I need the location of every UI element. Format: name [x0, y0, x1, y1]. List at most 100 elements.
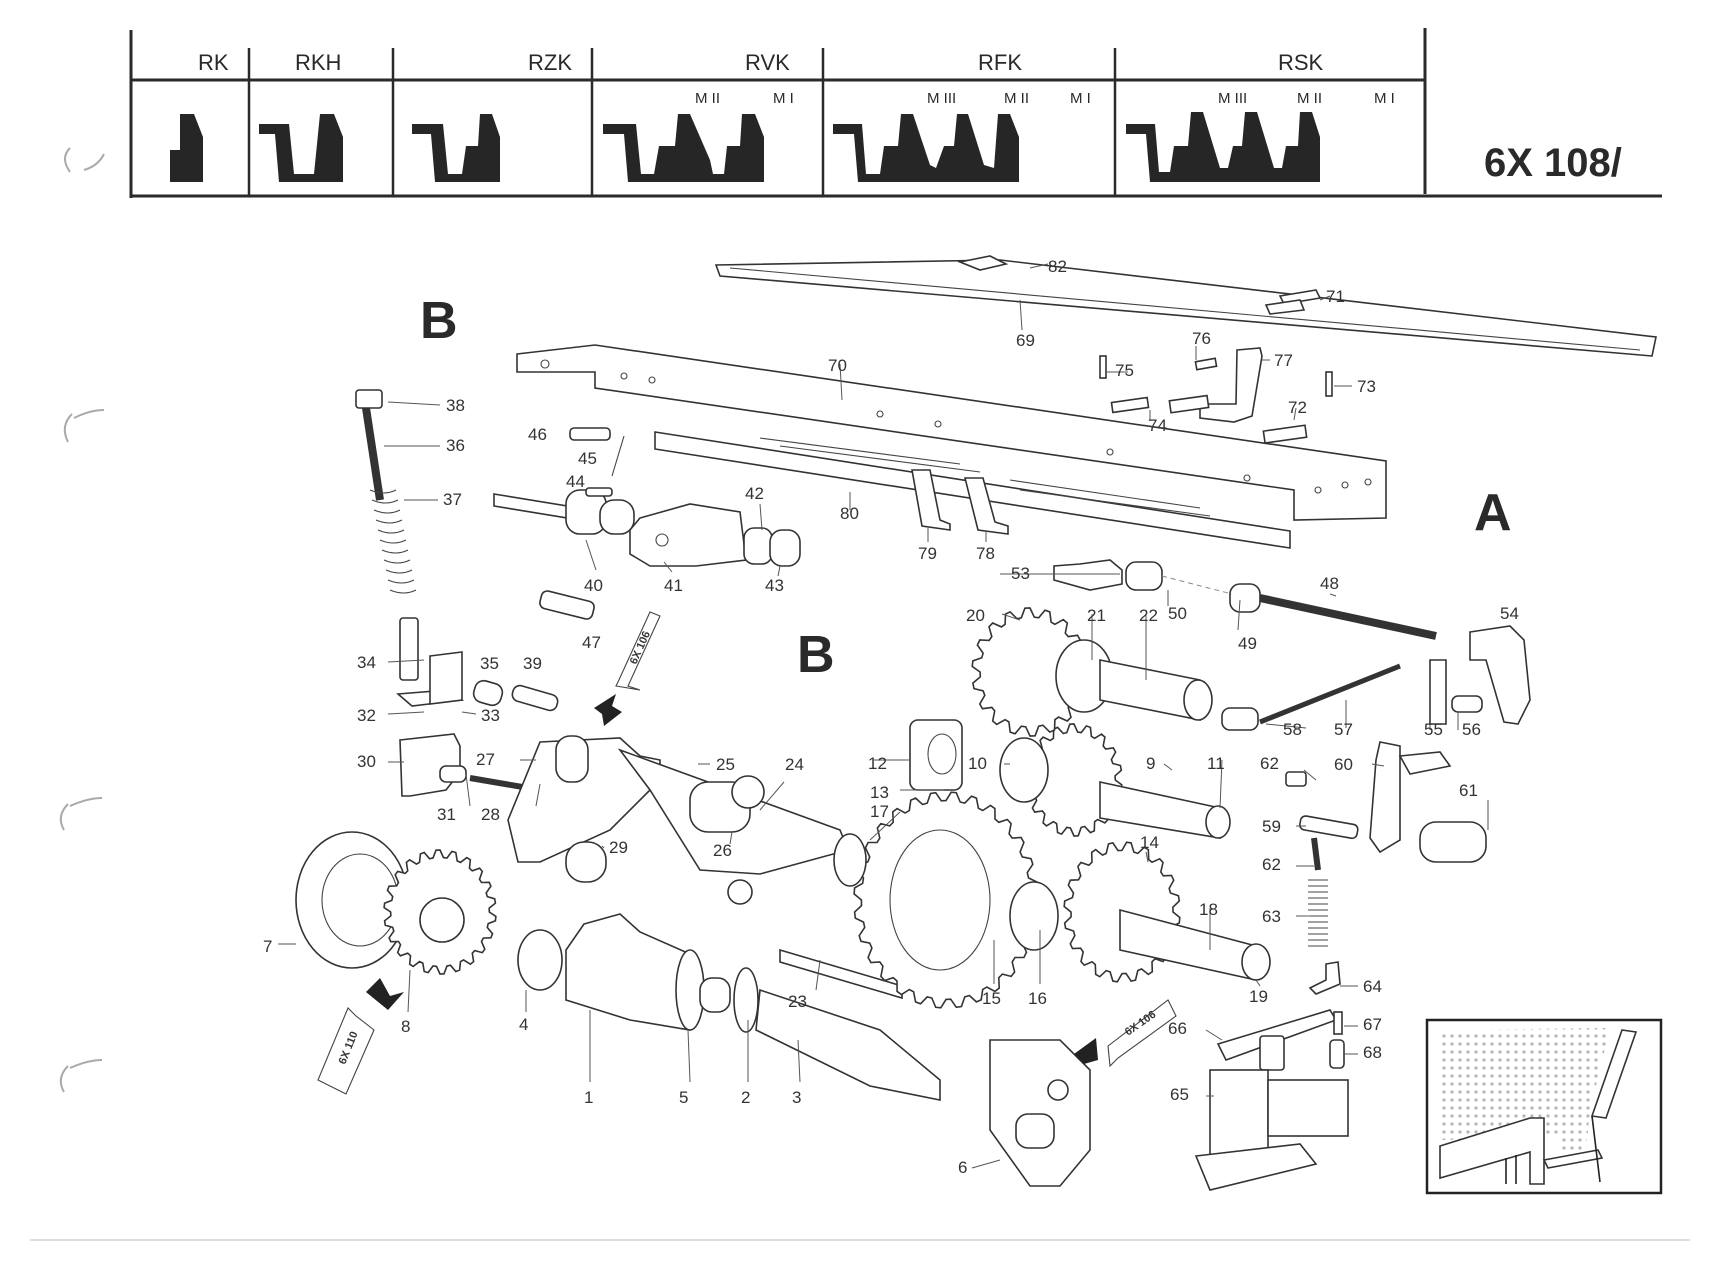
callout-14: 14	[1140, 833, 1159, 852]
profile-shape-rzk	[412, 114, 500, 182]
lever-60-61	[1369, 741, 1487, 863]
leader-line	[387, 401, 441, 406]
callout-15: 15	[982, 989, 1001, 1008]
callout-5: 5	[679, 1088, 688, 1107]
callout-23: 23	[788, 992, 807, 1011]
callout-48: 48	[1320, 574, 1339, 593]
callout-49: 49	[1238, 634, 1257, 653]
callout-28: 28	[481, 805, 500, 824]
rsk-module-m2: M II	[1297, 90, 1322, 107]
leader-line	[1145, 851, 1149, 863]
screw-spring-36-38	[355, 389, 419, 681]
ref-arrow-6x110: 6X 110	[317, 978, 404, 1095]
callout-64: 64	[1363, 977, 1382, 996]
leader-line	[461, 711, 477, 715]
rvk-module-m2: M II	[695, 90, 720, 107]
leader-line	[729, 831, 733, 845]
pins-35-39	[472, 679, 559, 712]
callout-50: 50	[1168, 604, 1187, 623]
gear-14-shaft-18-19	[1063, 841, 1271, 983]
leader-line	[1001, 613, 1021, 621]
gear-7-8	[295, 831, 497, 975]
callout-9: 9	[1146, 754, 1155, 773]
callout-65: 65	[1170, 1085, 1189, 1104]
callout-74: 74	[1148, 416, 1167, 435]
leader-line	[1329, 593, 1337, 597]
rfk-module-m1: M I	[1070, 90, 1091, 107]
ref-arrow-6x106-upper: 6X 106	[594, 611, 661, 726]
block-assembly-30-33	[396, 651, 541, 797]
callout-76: 76	[1192, 329, 1211, 348]
callout-7: 7	[263, 937, 272, 956]
profile-header-rvk: RVK	[745, 50, 790, 75]
bushings-42-43	[743, 527, 801, 567]
housing-1	[517, 913, 941, 1101]
callout-44: 44	[566, 472, 585, 491]
ref-tag-6x106-lower: 6X 106	[1123, 1009, 1158, 1039]
leader-line	[1237, 599, 1241, 631]
callout-4: 4	[519, 1015, 528, 1034]
callout-73: 73	[1357, 377, 1376, 396]
ref-arrow-6x106-lower: 6X 106	[1074, 999, 1177, 1068]
callout-36: 36	[446, 436, 465, 455]
leader-line	[1019, 299, 1023, 331]
callout-8: 8	[401, 1017, 410, 1036]
callout-31: 31	[437, 805, 456, 824]
callout-24: 24	[785, 755, 804, 774]
shaft-23	[779, 948, 903, 1000]
callout-12: 12	[868, 754, 887, 773]
leader-line	[1255, 979, 1261, 987]
profile-header-rsk: RSK	[1278, 50, 1324, 75]
leader-line	[387, 659, 425, 663]
leader-line	[1303, 769, 1317, 781]
gear-20-shaft-21-22	[971, 607, 1213, 737]
callout-46: 46	[528, 425, 547, 444]
callout-11: 11	[1207, 754, 1225, 773]
callout-37: 37	[443, 490, 462, 509]
callout-3: 3	[792, 1088, 801, 1107]
callout-68: 68	[1363, 1043, 1382, 1062]
callout-2: 2	[741, 1088, 750, 1107]
section-letter-a: A	[1474, 484, 1512, 542]
ref-tag-6x106-upper: 6X 106	[628, 629, 653, 666]
callout-58: 58	[1283, 720, 1302, 739]
callout-20: 20	[966, 606, 985, 625]
callout-59: 59	[1262, 817, 1281, 836]
callout-75: 75	[1115, 361, 1134, 380]
callout-62a: 62	[1260, 754, 1279, 773]
callout-34: 34	[357, 653, 376, 672]
lever-59-63	[1285, 771, 1359, 947]
callout-82: 82	[1048, 257, 1067, 276]
profile-shape-rvk	[603, 114, 764, 182]
page-code: 6X 108/	[1484, 141, 1622, 185]
callout-10: 10	[968, 754, 987, 773]
gear-13-15-17	[833, 791, 1059, 1009]
callout-13: 13	[870, 783, 889, 802]
leader-line	[1371, 763, 1385, 767]
leader-line	[407, 969, 411, 1013]
rail-70	[516, 344, 1387, 521]
leader-line	[1219, 759, 1223, 809]
leader-lines	[278, 263, 1489, 1169]
callout-1: 1	[584, 1088, 593, 1107]
rfk-module-m2: M II	[1004, 90, 1029, 107]
leader-line	[815, 959, 821, 991]
callout-38: 38	[446, 396, 465, 415]
leader-line	[1265, 723, 1307, 729]
detail-inset	[1425, 1018, 1663, 1195]
cam-6	[989, 1039, 1091, 1187]
nut-12	[909, 719, 963, 791]
callout-54: 54	[1500, 604, 1519, 623]
callout-53: 53	[1011, 564, 1030, 583]
callout-80: 80	[840, 504, 859, 523]
callout-32: 32	[357, 706, 376, 725]
callout-27: 27	[476, 750, 495, 769]
leader-line	[1293, 407, 1297, 421]
shaft-40-44	[493, 487, 635, 535]
leader-line	[1205, 1029, 1223, 1041]
callout-29: 29	[609, 838, 628, 857]
leader-line	[387, 711, 425, 715]
leader-line	[585, 539, 597, 571]
gear-9-10-shaft-11	[999, 723, 1231, 839]
spring-45-pin-46-47	[539, 427, 625, 620]
